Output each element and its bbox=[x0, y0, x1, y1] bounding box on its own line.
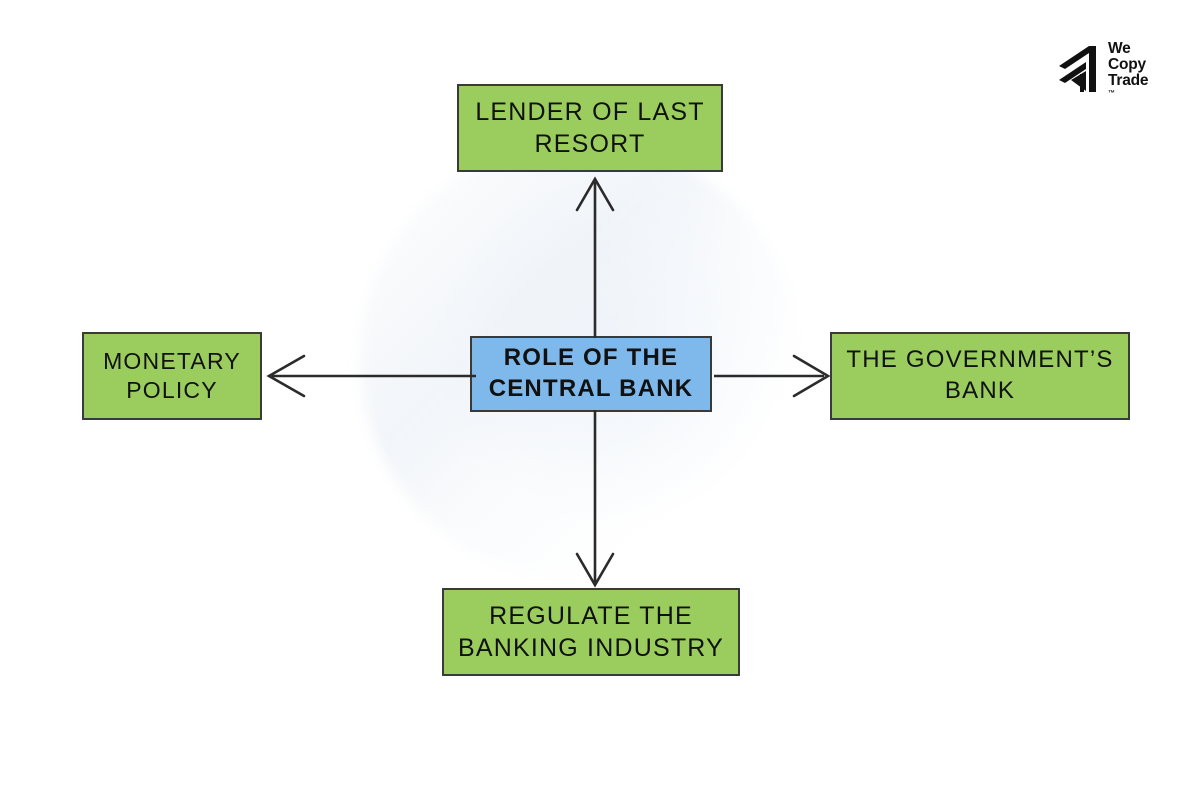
node-regulate-the-banking-industry[interactable]: REGULATE THE BANKING INDUSTRY bbox=[442, 588, 740, 676]
arrow-up-icon bbox=[575, 176, 615, 338]
arrow-left-icon bbox=[266, 354, 476, 398]
node-monetary-policy[interactable]: MONETARY POLICY bbox=[82, 332, 262, 420]
node-label: LENDER OF LAST RESORT bbox=[475, 98, 705, 158]
logo-line-3: Trade bbox=[1108, 72, 1149, 90]
node-the-governments-bank[interactable]: THE GOVERNMENT’S BANK bbox=[830, 332, 1130, 420]
trademark-symbol: ™ bbox=[1108, 89, 1115, 97]
node-label: MONETARY POLICY bbox=[103, 347, 241, 403]
node-role-of-the-central-bank[interactable]: ROLE OF THE CENTRAL BANK bbox=[470, 336, 712, 412]
arrow-down-icon bbox=[575, 410, 615, 588]
node-label: REGULATE THE BANKING INDUSTRY bbox=[457, 602, 724, 662]
node-label: ROLE OF THE CENTRAL BANK bbox=[488, 344, 694, 402]
node-lender-of-last-resort[interactable]: LENDER OF LAST RESORT bbox=[457, 84, 723, 172]
wecopytrade-arrow-mark-icon bbox=[1059, 46, 1096, 92]
node-label: THE GOVERNMENT’S BANK bbox=[846, 346, 1114, 404]
arrow-right-icon bbox=[714, 354, 831, 398]
logo-line-1: We bbox=[1108, 40, 1131, 58]
logo-line-2: Copy bbox=[1108, 56, 1146, 74]
